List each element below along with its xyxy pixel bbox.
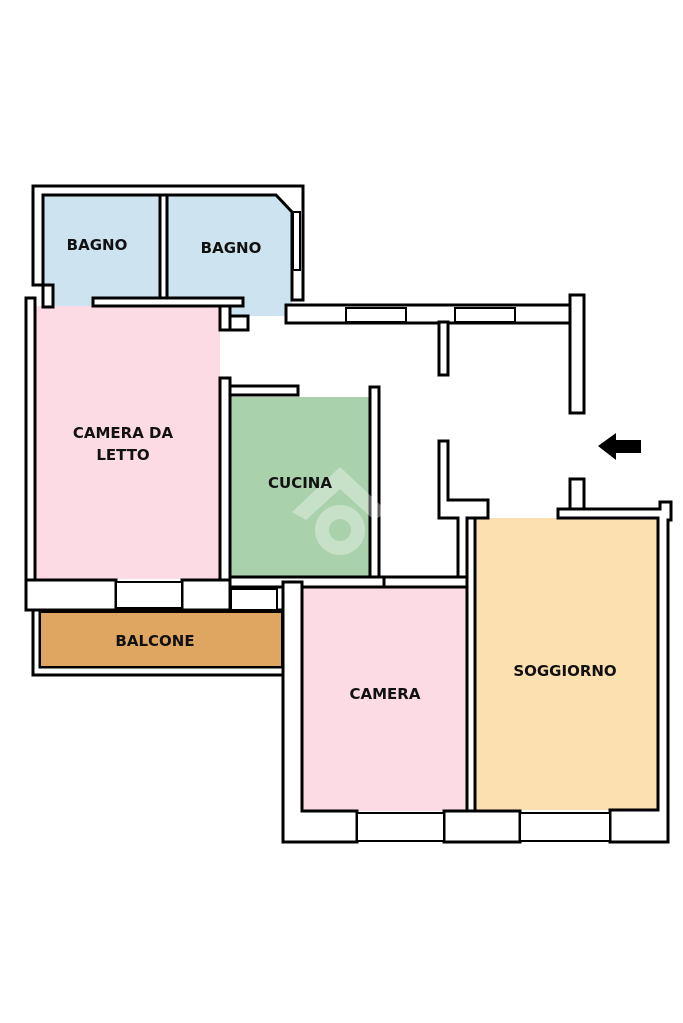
room-cucina <box>231 397 370 577</box>
wall-bathroom-bottom <box>91 296 245 308</box>
room-soggiorno <box>475 518 658 810</box>
wall-bedroom-door-nib <box>228 314 250 332</box>
wall-kitchen-bottom <box>228 575 386 589</box>
house-logo-icon <box>292 467 388 555</box>
window-kitchen <box>230 588 278 611</box>
label-camera: CAMERA <box>350 685 421 703</box>
wall-bathroom-divider <box>158 193 169 300</box>
room-balcone-fill <box>41 613 281 666</box>
wall-camera-soggiorno-divider <box>465 516 477 813</box>
label-camera-da-letto-line-1: CAMERA DA <box>73 424 174 442</box>
label-bagno-1: BAGNO <box>67 236 128 254</box>
window-bedroom <box>115 581 183 609</box>
wall-corridor-stub <box>437 320 450 377</box>
wall-left-bottom <box>24 578 118 612</box>
wall-entrance-upper <box>568 293 586 415</box>
wall-corridor-top <box>284 303 578 325</box>
label-balcone: BALCONE <box>115 632 194 650</box>
window-bagno <box>292 211 301 271</box>
wall-kitchen-right <box>368 385 381 583</box>
room-camera-da-letto <box>35 306 220 579</box>
label-cucina: CUCINA <box>268 474 332 492</box>
wall-camera-bottom-mid <box>442 809 522 844</box>
window-corridor-1 <box>345 307 407 323</box>
window-camera <box>356 812 445 842</box>
windows <box>115 211 611 842</box>
window-soggiorno <box>519 812 611 842</box>
label-bagno-2: BAGNO <box>201 239 262 257</box>
arrow-left-icon <box>598 433 641 460</box>
label-soggiorno: SOGGIORNO <box>513 662 616 680</box>
wall-bottom-wing <box>281 580 359 844</box>
room-camera <box>302 587 467 811</box>
wall-left-outer <box>24 296 37 582</box>
wall-bedroom-right-lower <box>218 376 232 612</box>
room-bagno-1 <box>43 195 160 307</box>
wall-kitchen-top <box>228 384 300 397</box>
wall-bagno2-left-stub <box>41 283 55 309</box>
window-corridor-2 <box>454 307 516 323</box>
wall-balcony-right-post <box>180 578 232 612</box>
wall-camera-top <box>382 575 469 589</box>
wall-soggiorno-outer <box>556 500 673 844</box>
label-camera-da-letto-line-2: LETTO <box>96 446 149 464</box>
walls <box>24 184 673 844</box>
room-bagno-2 <box>167 195 292 316</box>
